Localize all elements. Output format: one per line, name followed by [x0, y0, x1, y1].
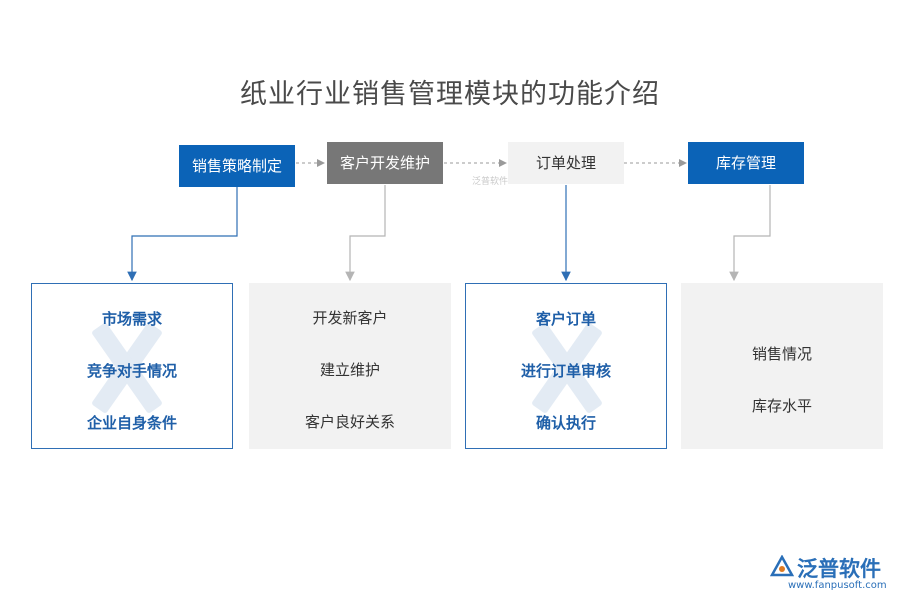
diagram-title: 纸业行业销售管理模块的功能介绍: [240, 79, 660, 110]
step-box-3: 订单处理: [508, 142, 624, 184]
brand-url: www.fanpusoft.com: [788, 580, 887, 591]
panel-1-item: 竞争对手情况: [32, 360, 232, 381]
drop-connector-4: [729, 185, 771, 282]
brand-mark-icon: [770, 555, 794, 577]
panel-3-item: 确认执行: [535, 414, 596, 432]
panel-2-item: 开发新客户: [312, 309, 388, 327]
step-box-4: 库存管理: [688, 142, 804, 184]
drop-connector-2: [345, 185, 386, 282]
panel-1-item: 企业自身条件: [86, 414, 177, 432]
step-box-1: 销售策略制定: [179, 145, 295, 187]
panel-4-item: 销售情况: [751, 345, 812, 363]
panel-4-item: 库存水平: [751, 397, 812, 415]
panel-3: 客户订单 进行订单审核 确认执行: [465, 283, 667, 449]
panel-3-item: 客户订单: [535, 310, 596, 328]
panel-2-item: 建立维护: [319, 361, 380, 379]
panel-3-item: 进行订单审核: [520, 362, 611, 380]
brand-logo: 泛普软件 www.fanpusoft.com: [770, 553, 895, 597]
step-box-2: 客户开发维护: [327, 142, 443, 184]
panel-2-item: 客户良好关系: [304, 413, 395, 431]
panel-2: 开发新客户 建立维护 客户良好关系: [249, 283, 451, 449]
watermark-small: 泛普软件: [472, 177, 509, 187]
panel-4: 销售情况 库存水平: [681, 283, 883, 449]
panel-1: 市场需求 竞争对手情况 企业自身条件: [31, 283, 233, 449]
drop-connector-1: [127, 187, 238, 282]
panel-1-item: 市场需求: [101, 310, 162, 328]
pencil-ruler-watermark-icon: [532, 323, 602, 413]
brand-name: 泛普软件: [797, 557, 881, 581]
pencil-ruler-watermark-icon: [92, 323, 162, 413]
